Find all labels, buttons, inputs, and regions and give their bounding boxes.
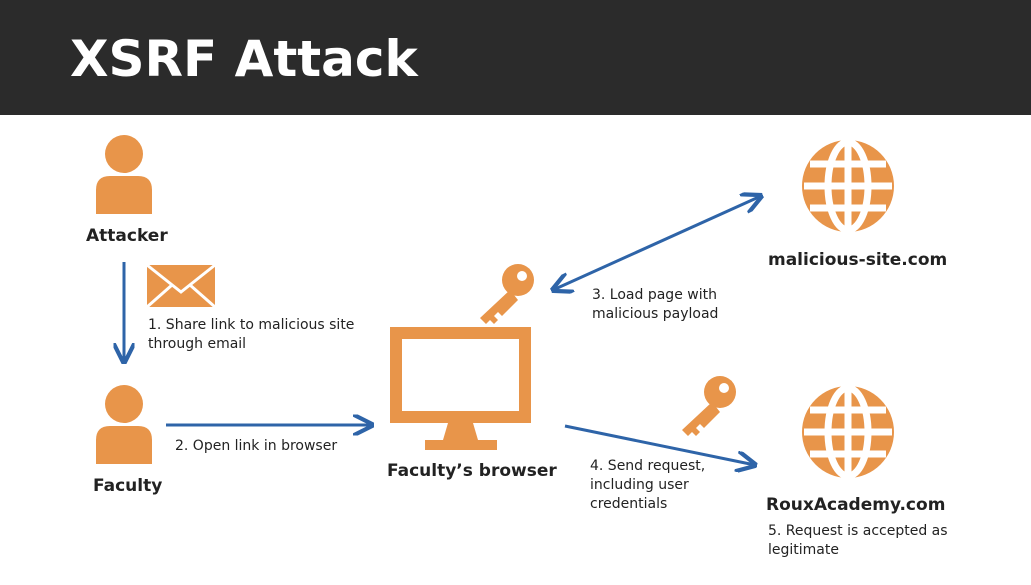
step-1-label: 1. Share link to malicious site through … (148, 317, 355, 352)
browser-label: Faculty’s browser (387, 461, 557, 481)
attacker-person-icon (96, 135, 152, 214)
step-2-label: 2. Open link in browser (175, 438, 338, 454)
monitor-icon (390, 327, 531, 450)
step-5-label: 5. Request is accepted as legitimate (768, 523, 948, 558)
step-3-label: 3. Load page with malicious payload (592, 287, 719, 322)
key-icon-2 (682, 376, 736, 436)
step-4-label: 4. Send request, including user credenti… (590, 458, 706, 512)
faculty-person-icon (96, 385, 152, 464)
arrow-browser-malicious-site (553, 196, 761, 290)
attacker-label: Attacker (86, 226, 168, 246)
faculty-label: Faculty (93, 476, 163, 496)
title-bar: XSRF Attack (0, 0, 1031, 115)
malicious-site-label: malicious-site.com (768, 250, 948, 270)
arrow-browser-to-roux (564, 424, 755, 465)
envelope-icon (146, 263, 216, 309)
key-icon (480, 264, 534, 324)
roux-academy-label: RouxAcademy.com (766, 495, 946, 515)
malicious-site-globe-icon (802, 140, 894, 232)
roux-academy-globe-icon (802, 386, 894, 478)
page-title: XSRF Attack (70, 30, 418, 88)
